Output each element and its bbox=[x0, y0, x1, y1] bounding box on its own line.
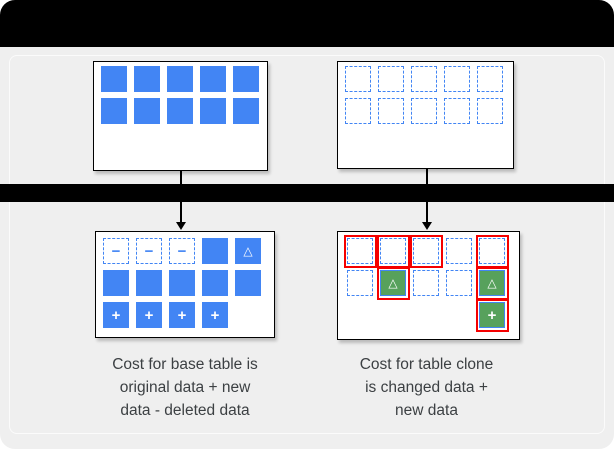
minus-icon: − bbox=[177, 242, 187, 260]
cell-green-triangle-red: △ bbox=[376, 266, 410, 300]
cell-row bbox=[101, 98, 267, 124]
cell-solid bbox=[235, 270, 261, 296]
table-clone-after-box: △△+ bbox=[337, 231, 520, 340]
top-bar bbox=[0, 0, 614, 47]
cell-dashed bbox=[378, 98, 404, 124]
cell-dashed-red bbox=[343, 234, 377, 268]
cell-solid bbox=[233, 66, 259, 92]
caption-line: Cost for base table is bbox=[112, 356, 258, 373]
cell-dashed-red bbox=[409, 234, 443, 268]
plus-icon: + bbox=[210, 306, 220, 324]
cell-solid bbox=[169, 270, 195, 296]
arrow-base-table-head-icon bbox=[176, 222, 186, 230]
triangle-icon: △ bbox=[388, 276, 398, 290]
cell-solid bbox=[202, 238, 228, 264]
cell-solid bbox=[202, 270, 228, 296]
cell-dashed-minus: − bbox=[136, 238, 162, 264]
arrow-base-table-line bbox=[180, 171, 182, 223]
cell-dashed bbox=[411, 66, 437, 92]
cell-dashed bbox=[446, 238, 472, 264]
cell-solid bbox=[167, 66, 193, 92]
cell-dashed-minus: − bbox=[169, 238, 195, 264]
base-table-before-box bbox=[93, 61, 268, 171]
plus-icon: + bbox=[487, 306, 497, 324]
middle-divider-bar bbox=[0, 184, 614, 202]
cell-empty bbox=[446, 302, 472, 328]
cell-row bbox=[343, 234, 519, 268]
cell-row: △△ bbox=[347, 266, 519, 300]
cell-solid bbox=[101, 98, 127, 124]
cell-solid bbox=[134, 98, 160, 124]
cell-solid-triangle: △ bbox=[235, 238, 261, 264]
cell-dashed bbox=[345, 98, 371, 124]
cell-dashed bbox=[444, 66, 470, 92]
cell-solid bbox=[167, 98, 193, 124]
cell-green-plus-red: + bbox=[475, 298, 509, 332]
cell-dashed bbox=[347, 270, 373, 296]
base-table-after-grid: − − − △ + + + + bbox=[96, 232, 274, 328]
plus-icon: + bbox=[144, 306, 154, 324]
cell-solid-plus: + bbox=[136, 302, 162, 328]
caption-line: original data + new bbox=[119, 379, 251, 396]
caption-line: data - deleted data bbox=[120, 402, 250, 419]
arrow-table-clone-head-icon bbox=[422, 222, 432, 230]
cell-solid-plus: + bbox=[202, 302, 228, 328]
cell-empty bbox=[380, 302, 406, 328]
caption-table-clone-cost: Cost for table clone is changed data + n… bbox=[328, 353, 525, 422]
caption-line: new data bbox=[395, 402, 458, 419]
caption-base-table-cost: Cost for base table is original data + n… bbox=[85, 353, 285, 422]
cell-solid bbox=[200, 66, 226, 92]
cell-row: + bbox=[347, 298, 519, 332]
cell-solid bbox=[103, 270, 129, 296]
cell-row bbox=[103, 270, 274, 296]
cell-dashed bbox=[477, 66, 503, 92]
triangle-icon: △ bbox=[487, 276, 497, 290]
base-table-before-grid bbox=[94, 62, 267, 124]
cell-dashed-red bbox=[376, 234, 410, 268]
cell-dashed bbox=[477, 98, 503, 124]
cell-solid bbox=[200, 98, 226, 124]
cell-empty bbox=[347, 302, 373, 328]
minus-icon: − bbox=[144, 242, 154, 260]
cell-dashed-red bbox=[475, 234, 509, 268]
minus-icon: − bbox=[111, 242, 121, 260]
cell-green-triangle-red: △ bbox=[475, 266, 509, 300]
table-clone-after-grid: △△+ bbox=[338, 232, 519, 332]
base-table-after-box: − − − △ + + + + bbox=[95, 231, 275, 338]
cell-row: + + + + bbox=[103, 302, 274, 328]
cell-solid-plus: + bbox=[169, 302, 195, 328]
caption-line: is changed data + bbox=[365, 379, 488, 396]
cell-dashed bbox=[413, 270, 439, 296]
cell-empty bbox=[413, 302, 439, 328]
cell-row: − − − △ bbox=[103, 238, 274, 264]
triangle-icon: △ bbox=[243, 244, 253, 258]
cell-solid bbox=[136, 270, 162, 296]
cell-row bbox=[101, 66, 267, 92]
plus-icon: + bbox=[111, 306, 121, 324]
cell-dashed bbox=[446, 270, 472, 296]
table-clone-before-grid bbox=[338, 62, 513, 124]
cell-solid-plus: + bbox=[103, 302, 129, 328]
cell-solid bbox=[101, 66, 127, 92]
cell-solid bbox=[233, 98, 259, 124]
caption-line: Cost for table clone bbox=[359, 356, 494, 373]
cell-dashed bbox=[378, 66, 404, 92]
arrow-table-clone-line bbox=[426, 169, 428, 223]
cell-solid bbox=[134, 66, 160, 92]
cell-dashed-minus: − bbox=[103, 238, 129, 264]
cell-dashed bbox=[411, 98, 437, 124]
cell-dashed bbox=[345, 66, 371, 92]
cell-empty bbox=[235, 302, 261, 328]
cell-row bbox=[345, 66, 513, 92]
cell-row bbox=[345, 98, 513, 124]
plus-icon: + bbox=[177, 306, 187, 324]
cell-dashed bbox=[444, 98, 470, 124]
table-clone-before-box bbox=[337, 61, 514, 169]
